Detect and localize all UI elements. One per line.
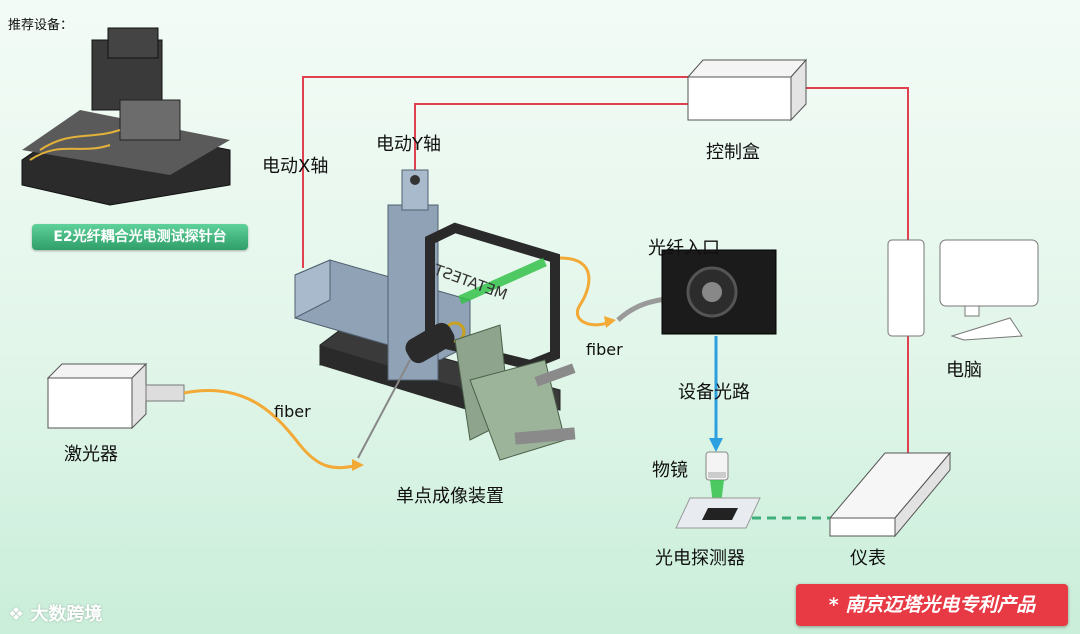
label-motor-x: 电动X轴 [262,156,329,177]
device-badge: E2光纤耦合光电测试探针台 [32,224,248,250]
instrument-shape [828,451,952,538]
fiber-arrow-1 [352,459,364,471]
label-device-optics: 设备光路 [678,382,750,403]
probe-station-image [21,27,231,206]
label-fiber-2: fiber [586,340,623,359]
fiber-laser [183,389,361,470]
watermark-logo-icon: ❖ [8,604,31,625]
fiber-device [559,256,611,327]
watermark-text: 大数跨境 [30,604,103,625]
label-laser: 激光器 [64,444,118,465]
label-fiber-inlet: 光纤入口 [648,238,720,259]
label-instrument: 仪表 [850,548,886,569]
recommend-label: 推荐设备： [8,18,74,33]
label-objective: 物镜 [652,460,688,481]
label-motor-y: 电动Y轴 [376,134,441,155]
fiber-arrow-2 [604,316,616,328]
optical-path-arrow [709,438,723,452]
label-photodetector: 光电探测器 [655,548,745,569]
computer-shape [887,239,1039,341]
wire-computer [806,87,909,240]
wire-x-axis [302,76,688,268]
label-imaging-device: 单点成像装置 [396,486,504,507]
laser-shape [46,362,185,430]
label-computer: 电脑 [946,360,982,381]
imaging-device-shape [294,169,576,461]
fiber-inlet-shape [661,249,777,335]
objective-shape [705,451,729,481]
wire-y-axis [414,103,688,178]
connection-wires [302,76,909,453]
label-control-box: 控制盒 [706,142,760,163]
patent-badge: * 南京迈塔光电专利产品 [796,584,1068,626]
label-fiber-1: fiber [274,402,311,421]
control-box-shape [686,58,808,122]
watermark: ❖ 大数跨境 [8,600,102,626]
photodetector-shape [675,497,761,529]
